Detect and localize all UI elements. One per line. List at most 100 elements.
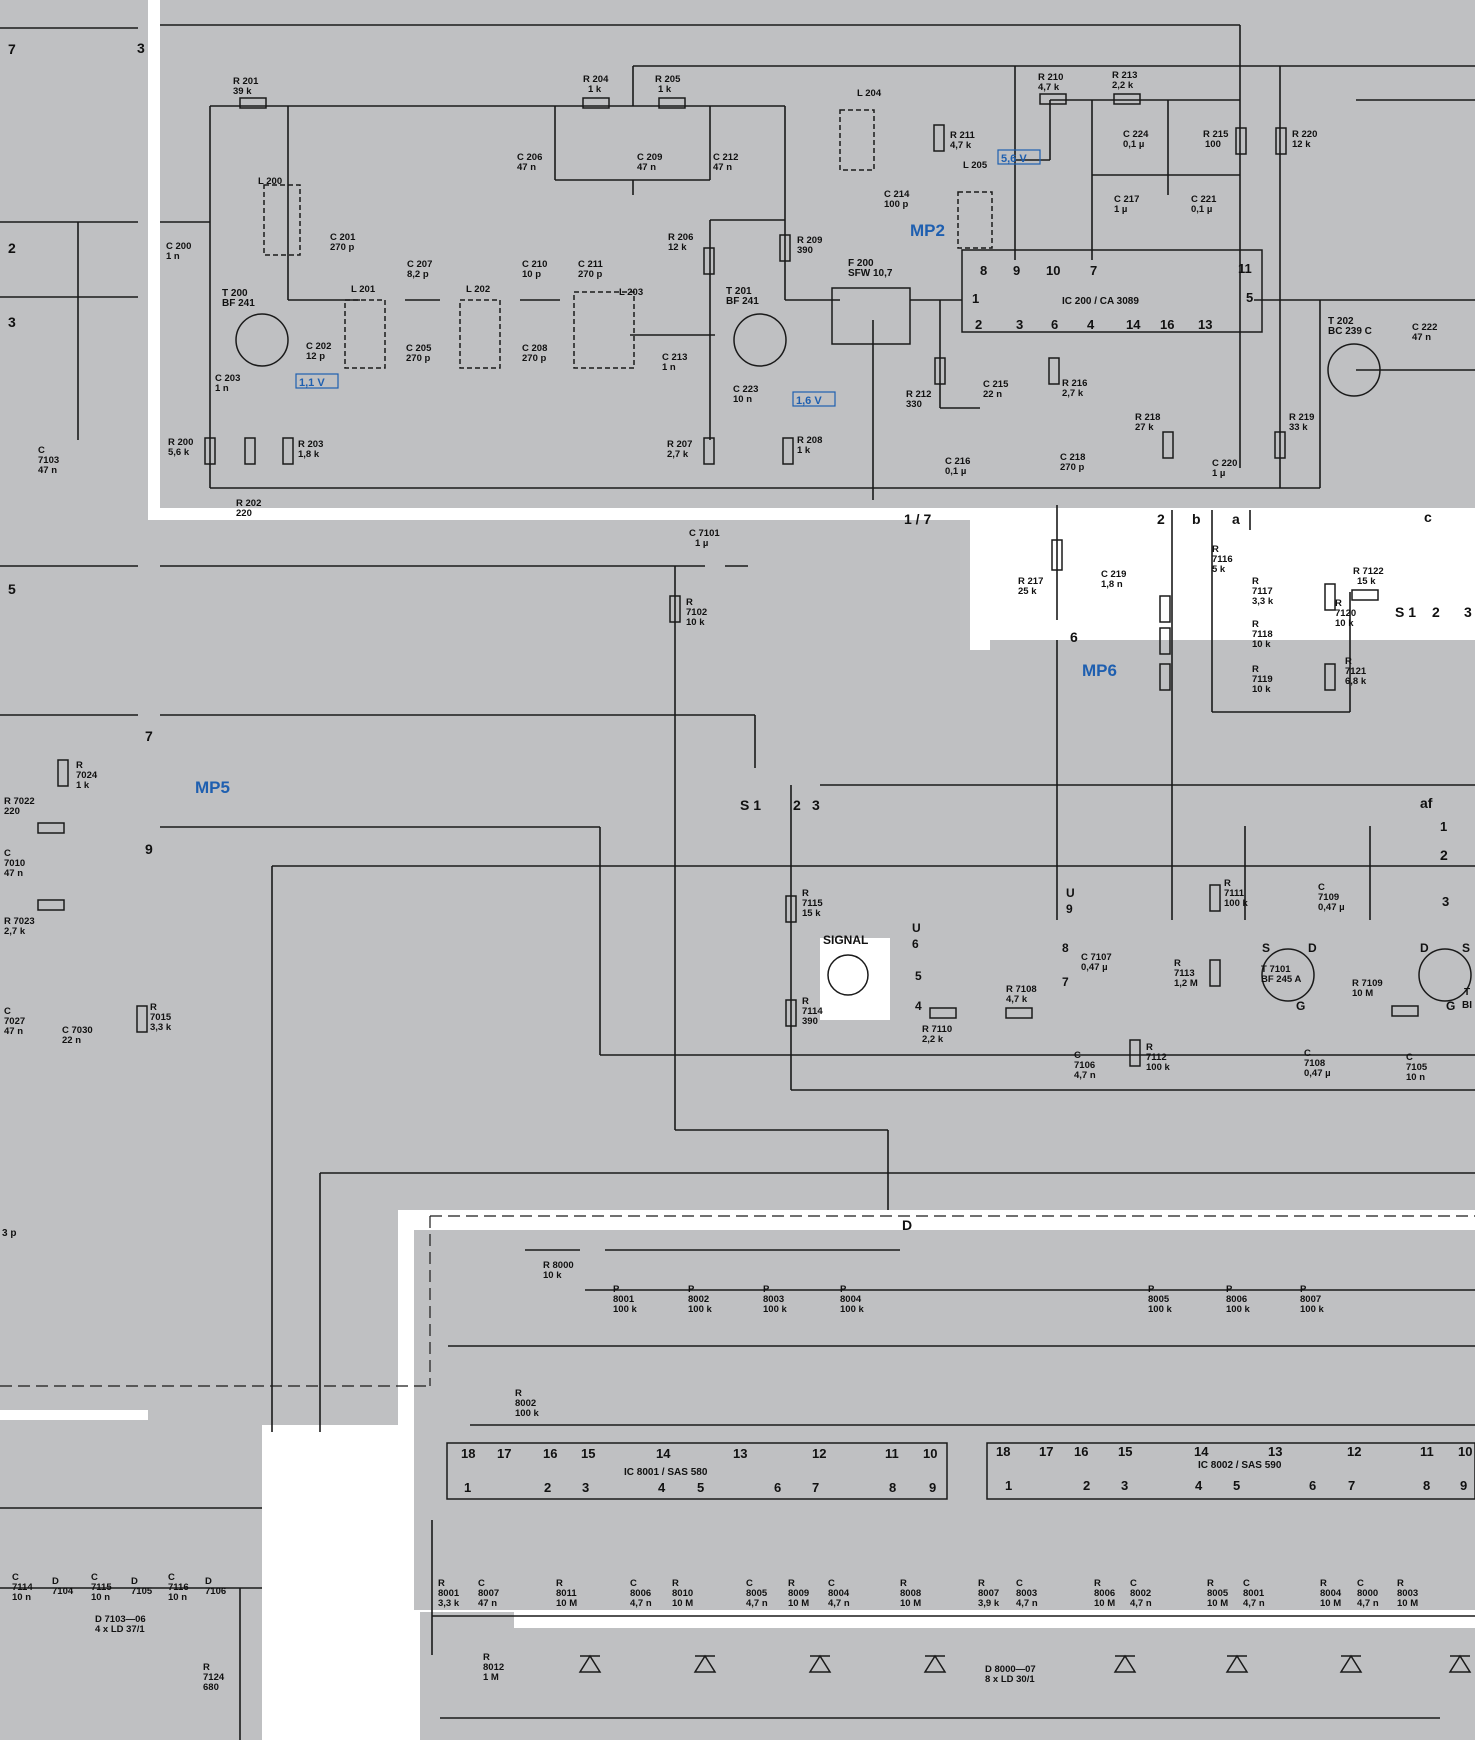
d7105-num: 7105 bbox=[131, 1586, 153, 1597]
c7109-num: 7109 bbox=[1318, 892, 1339, 903]
r7114-ref: R bbox=[802, 996, 809, 1007]
c7101-val: 1 µ bbox=[695, 538, 708, 549]
r7116-val: 5 k bbox=[1212, 564, 1226, 575]
r207-body bbox=[703, 437, 715, 465]
c7109-val: 0,47 µ bbox=[1318, 902, 1345, 913]
mp2-label: MP2 bbox=[910, 221, 945, 240]
p8004-num: 8004 bbox=[840, 1294, 862, 1305]
l205-ref: L 205 bbox=[963, 160, 988, 171]
c7103-ref: C bbox=[38, 445, 45, 456]
c213-ref: C 213 bbox=[662, 352, 687, 363]
r8003-ref: R bbox=[1397, 1578, 1404, 1589]
t7101-name: T 7101 bbox=[1261, 964, 1291, 975]
r7111-val: 100 k bbox=[1224, 898, 1248, 909]
p8001-val: 100 k bbox=[613, 1304, 637, 1315]
ic8002-top-pin-17: 17 bbox=[1039, 1444, 1053, 1459]
p8005-ref: P bbox=[1148, 1284, 1155, 1295]
ic8001-bottom-pin-2: 2 bbox=[544, 1480, 551, 1495]
t200-symbol bbox=[235, 313, 289, 367]
c207-ref: C 207 bbox=[407, 259, 432, 270]
c203-ref: C 203 bbox=[215, 373, 240, 384]
r8006-val: 10 M bbox=[1094, 1598, 1115, 1609]
ic8002-bottom-pin-8: 8 bbox=[1423, 1478, 1430, 1493]
r8003-val: 10 M bbox=[1397, 1598, 1418, 1609]
r7115-ref: R bbox=[802, 888, 809, 899]
c7105-val: 10 n bbox=[1406, 1072, 1425, 1083]
conn-7: 7 bbox=[145, 728, 153, 744]
c207-val: 8,2 p bbox=[407, 269, 429, 280]
r7102-body bbox=[669, 595, 681, 623]
ic8001-bottom-pin-8: 8 bbox=[889, 1480, 896, 1495]
r205-ref: R 205 bbox=[655, 74, 681, 85]
c216-ref: C 216 bbox=[945, 456, 970, 467]
ic8001-bottom-pin-5: 5 bbox=[697, 1480, 704, 1495]
t201-type: BF 241 bbox=[726, 296, 759, 307]
r7112-ref: R bbox=[1146, 1042, 1153, 1053]
ic200-pin-6: 6 bbox=[1051, 317, 1058, 332]
c219-ref: C 219 bbox=[1101, 569, 1126, 580]
c8000-ref: C bbox=[1357, 1578, 1364, 1589]
ic8001-bottom-pin-7: 7 bbox=[812, 1480, 819, 1495]
t200-type: BF 241 bbox=[222, 298, 255, 309]
c8003-num: 8003 bbox=[1016, 1588, 1037, 1599]
r7108-val: 4,7 k bbox=[1006, 994, 1028, 1005]
p8004-val: 100 k bbox=[840, 1304, 864, 1315]
c202-ref: C 202 bbox=[306, 341, 331, 352]
r219-ref: R 219 bbox=[1289, 412, 1314, 423]
ic8001-label: IC 8001 / SAS 580 bbox=[624, 1467, 708, 1478]
r7110-body bbox=[929, 1007, 957, 1019]
fet-drain: D bbox=[1308, 941, 1317, 955]
switch-2-b: 2 bbox=[793, 797, 801, 813]
c7116-num: 7116 bbox=[168, 1582, 189, 1593]
r203-val: 1,8 k bbox=[298, 449, 320, 460]
l202-ref: L 202 bbox=[466, 284, 490, 295]
r7116-ref: R bbox=[1212, 544, 1219, 555]
r8009-ref: R bbox=[788, 1578, 795, 1589]
switch-u6-pos: 6 bbox=[912, 937, 919, 951]
r7114-num: 7114 bbox=[802, 1006, 823, 1017]
r220-val: 12 k bbox=[1292, 139, 1311, 150]
r7102-val: 10 k bbox=[686, 617, 705, 628]
r8002-ref: R bbox=[515, 1388, 522, 1399]
c214-val: 100 p bbox=[884, 199, 908, 210]
conn-a: a bbox=[1232, 511, 1240, 527]
ic8002-bottom-pin-2: 2 bbox=[1083, 1478, 1090, 1493]
c8007-ref: C bbox=[478, 1578, 485, 1589]
ic200-pin-1: 1 bbox=[972, 291, 979, 306]
r218-val: 27 k bbox=[1135, 422, 1154, 433]
d7106-ref: D bbox=[205, 1576, 212, 1587]
c8001-val: 4,7 n bbox=[1243, 1598, 1265, 1609]
r7111-num: 7111 bbox=[1224, 888, 1245, 899]
c223-val: 10 n bbox=[733, 394, 752, 405]
r7023-ref: R 7023 bbox=[4, 916, 35, 927]
c8000-val: 4,7 n bbox=[1357, 1598, 1379, 1609]
r7110-val: 2,2 k bbox=[922, 1034, 944, 1045]
r7122-ref: R 7122 bbox=[1353, 566, 1384, 577]
r202-val: 220 bbox=[236, 508, 252, 519]
ic8001-top-pin-13: 13 bbox=[733, 1446, 747, 1461]
led-diode-array bbox=[578, 1654, 1472, 1673]
ic200-pin-10: 10 bbox=[1046, 263, 1060, 278]
r8004-val: 10 M bbox=[1320, 1598, 1341, 1609]
r7120-body bbox=[1324, 583, 1336, 611]
c7105-num: 7105 bbox=[1406, 1062, 1428, 1073]
r211-body bbox=[933, 124, 945, 152]
r201-body bbox=[239, 97, 267, 109]
led-diode-1 bbox=[578, 1654, 602, 1673]
r7113-ref: R bbox=[1174, 958, 1181, 969]
c8006-val: 4,7 n bbox=[630, 1598, 652, 1609]
switch-3-a: 3 bbox=[1464, 604, 1472, 620]
c8002-num: 8002 bbox=[1130, 1588, 1151, 1599]
led-diode-5 bbox=[1113, 1654, 1137, 1673]
r7112-num: 7112 bbox=[1146, 1052, 1167, 1063]
ic200-pin-14: 14 bbox=[1126, 317, 1141, 332]
ic8002-top-pin-11: 11 bbox=[1420, 1444, 1434, 1459]
mid-components bbox=[37, 539, 1472, 1067]
t7102-partial-symbol bbox=[1418, 948, 1472, 1002]
ic200-pin-13: 13 bbox=[1198, 317, 1212, 332]
r7121-ref: R bbox=[1345, 656, 1352, 667]
l204-ref: L 204 bbox=[857, 88, 882, 99]
c8000-num: 8000 bbox=[1357, 1588, 1378, 1599]
